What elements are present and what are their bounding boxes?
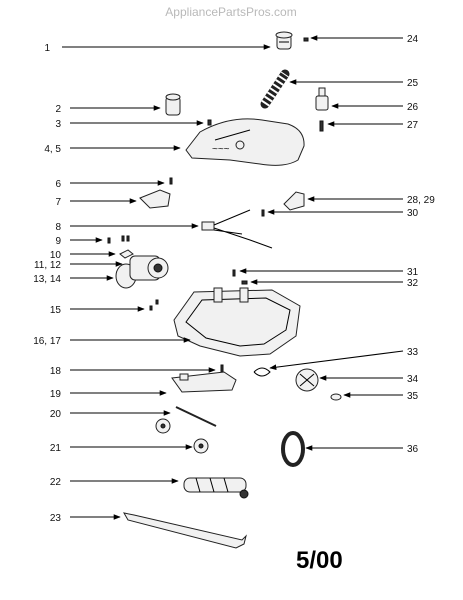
callout-10: 10 [50,250,116,261]
callout-7: 7 [55,197,137,208]
part-15-screws [149,299,159,311]
part-20-rod [175,406,217,427]
part-28-29-bracket [283,191,305,211]
callout-34: 34 [319,374,419,385]
callout-label-31: 31 [407,267,419,278]
callout-33: 33 [269,347,419,370]
callout-21: 21 [50,443,193,454]
part-33-spring [253,367,271,377]
callout-label-19: 19 [50,389,62,400]
part-23-bumper [123,512,247,549]
callout-label-23: 23 [50,513,62,524]
callout-label-21: 21 [50,443,62,454]
part-27-pin [319,120,324,132]
part-35-axle [330,393,342,401]
watermark: AppliancePartsPros.com [165,5,296,19]
callout-label-32: 32 [407,278,419,289]
callout-13-14: 13, 14 [33,274,114,285]
callout-label-10: 10 [50,250,62,261]
part-6-screw [169,177,173,185]
part-19-brush-frame [171,371,237,393]
callout-18: 18 [50,366,216,377]
callout-9: 9 [55,236,103,247]
callout-23: 23 [50,513,121,524]
part-31-screw [232,269,236,277]
part-2-hose-connector [165,93,181,116]
callout-24: 24 [310,34,419,45]
callout-label-20: 20 [50,409,62,420]
callout-36: 36 [305,444,419,455]
callout-label-36: 36 [407,444,419,455]
callout-label-34: 34 [407,374,419,385]
callout-label-35: 35 [407,391,419,402]
part-10-bracket [119,249,134,259]
part-3-screw [207,119,212,126]
callout-label-11-12: 11, 12 [34,260,61,271]
part-4-5-hood: ~~~ [185,118,305,166]
callout-label-13-14: 13, 14 [33,274,61,285]
callout-26: 26 [331,102,419,113]
callout-label-4-5: 4, 5 [44,144,61,155]
callout-31: 31 [239,267,419,278]
callout-label-27: 27 [407,120,419,131]
callout-30: 30 [267,208,419,219]
callout-label-8: 8 [55,222,61,233]
callout-label-33: 33 [407,347,419,358]
callout-label-15: 15 [50,305,62,316]
callout-label-16-17: 16, 17 [33,336,61,347]
part-25-hose [260,69,290,109]
callout-8: 8 [55,222,199,233]
part-11-14-motor [115,255,169,289]
callout-27: 27 [327,120,419,131]
part-9-screws [107,235,130,244]
part-21-end-caps [155,418,209,454]
callout-35: 35 [343,391,419,402]
callout-2: 2 [55,104,161,115]
callout-label-2: 2 [55,104,61,115]
callout-32: 32 [250,278,419,289]
part-22-brushroll [183,477,249,499]
part-7-handle-release [139,189,171,209]
part-8-wire-harness [201,209,273,249]
callout-3: 3 [55,119,204,130]
callout-label-26: 26 [407,102,419,113]
part-18-screw [220,364,224,373]
callout-label-9: 9 [55,236,61,247]
callout-label-25: 25 [407,78,419,89]
callout-1: 1 [44,43,271,54]
callout-label-7: 7 [55,197,61,208]
callout-label-6: 6 [55,179,61,190]
part-16-17-base [173,287,301,357]
callout-28-29: 28, 29 [307,195,435,206]
part-24-small-clip [303,37,309,42]
callout-6: 6 [55,179,165,190]
callout-22: 22 [50,477,179,488]
callout-label-22: 22 [50,477,62,488]
svg-text:~~~: ~~~ [212,144,230,155]
callout-11-12: 11, 12 [34,260,123,271]
part-26-connector [315,87,329,111]
callout-20: 20 [50,409,171,420]
part-36-belt [281,431,305,467]
part-34-wheel [295,368,319,392]
part-1-hose-cuff [275,31,293,50]
callout-25: 25 [289,78,419,89]
revision-date: 5/00 [296,547,343,574]
callout-label-28-29: 28, 29 [407,195,435,206]
callout-19: 19 [50,389,167,400]
part-30-screw [261,209,265,217]
callout-16-17: 16, 17 [33,336,191,347]
callout-label-30: 30 [407,208,419,219]
callout-label-18: 18 [50,366,62,377]
part-32-clip [241,280,248,285]
callout-label-24: 24 [407,34,419,45]
callout-4-5: 4, 5 [44,144,181,155]
callout-15: 15 [50,305,145,316]
callout-label-1: 1 [44,43,50,54]
callout-label-3: 3 [55,119,61,130]
